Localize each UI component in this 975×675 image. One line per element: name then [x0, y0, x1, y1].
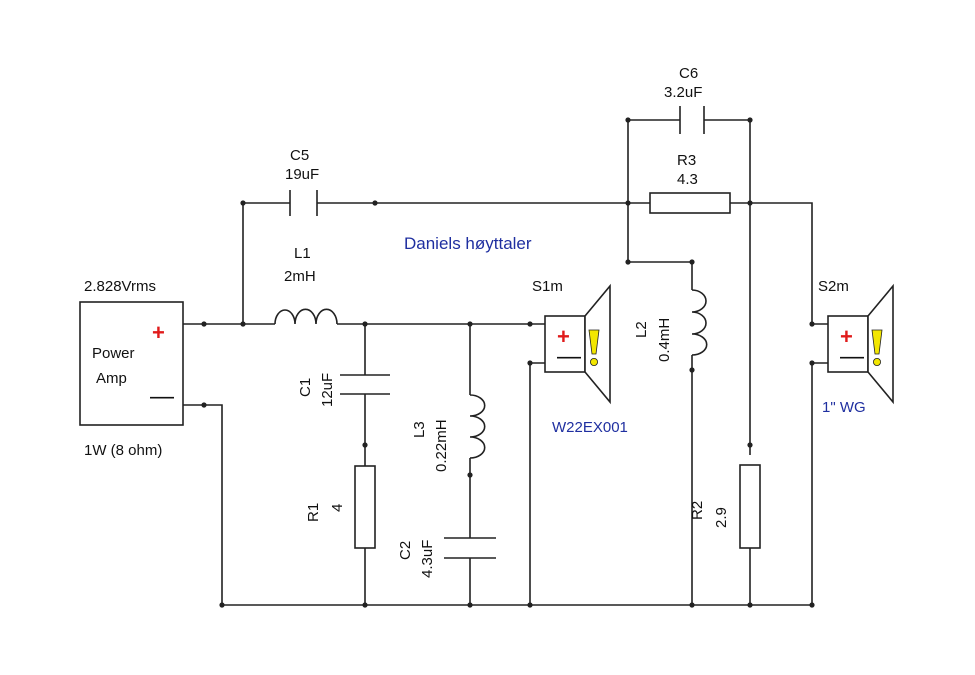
source-power: 1W (8 ohm): [84, 442, 162, 459]
junction-dot: [625, 117, 631, 123]
r1-name: R1: [305, 503, 322, 522]
junction-dot: [527, 602, 533, 608]
wires: [183, 119, 828, 606]
capacitor-c2[interactable]: [444, 537, 496, 559]
warning-dot-icon: [873, 357, 882, 366]
s1-model: W22EX001: [552, 419, 628, 436]
junction-dots: [201, 117, 815, 608]
c5-name: C5: [290, 147, 309, 164]
warning-icon: [871, 329, 883, 355]
capacitor-c6[interactable]: [679, 106, 705, 134]
junction-dot: [372, 200, 378, 206]
inductor-coil: [274, 308, 338, 325]
c2-value: 4.3uF: [419, 540, 436, 578]
l1-name: L1: [294, 245, 311, 262]
r2-name: R2: [689, 501, 706, 520]
diagram-title: Daniels høyttaler: [404, 234, 532, 253]
inductor-l3[interactable]: [469, 394, 486, 459]
s1-name: S1m: [532, 278, 563, 295]
resistor-body: [354, 465, 376, 549]
warning-dot-icon: [590, 357, 599, 366]
c5-value: 19uF: [285, 166, 319, 183]
junction-dot: [219, 602, 225, 608]
r3-value: 4.3: [677, 171, 698, 188]
c2-name: C2: [397, 541, 414, 560]
l2-value: 0.4mH: [656, 318, 673, 362]
junction-dot: [467, 472, 473, 478]
junction-dot: [240, 321, 246, 327]
s2-model: 1" WG: [822, 399, 866, 416]
speaker-s1[interactable]: + —: [544, 283, 611, 405]
s1-plus: +: [557, 324, 570, 349]
s2-name: S2m: [818, 278, 849, 295]
power-amp-name-2: Amp: [96, 370, 127, 387]
s2-minus: —: [840, 343, 864, 370]
junction-dot: [362, 321, 368, 327]
c1-name: C1: [297, 378, 314, 397]
junction-dot: [747, 200, 753, 206]
speaker-magnet: [827, 315, 869, 373]
junction-dot: [201, 402, 207, 408]
power-amp-plus: +: [152, 320, 165, 345]
resistor-r3[interactable]: [649, 192, 731, 214]
speaker-s2[interactable]: + —: [827, 283, 894, 405]
junction-dot: [201, 321, 207, 327]
wire-c5-branch: [242, 202, 828, 325]
power-amp[interactable]: Power Amp + —: [79, 301, 184, 426]
r1-value: 4: [329, 504, 346, 512]
junction-dot: [362, 442, 368, 448]
source-voltage: 2.828Vrms: [84, 278, 156, 295]
wire-ground-bus: [183, 404, 812, 606]
inductor-coil: [469, 394, 486, 459]
junction-dot: [809, 360, 815, 366]
junction-dot: [625, 200, 631, 206]
junction-dot: [809, 321, 815, 327]
junction-dot: [747, 117, 753, 123]
junction-dot: [809, 602, 815, 608]
junction-dot: [362, 602, 368, 608]
junction-dot: [467, 602, 473, 608]
junction-dot: [689, 602, 695, 608]
inductor-l1[interactable]: [274, 308, 338, 325]
junction-dot: [625, 259, 631, 265]
s2-plus: +: [840, 324, 853, 349]
speaker-magnet: [544, 315, 586, 373]
l3-name: L3: [411, 421, 428, 438]
junction-dot: [747, 442, 753, 448]
junction-dot: [527, 321, 533, 327]
c6-name: C6: [679, 65, 698, 82]
resistor-body: [649, 192, 731, 214]
r2-value: 2.9: [713, 507, 730, 528]
resistor-r1[interactable]: [354, 465, 376, 549]
capacitor-c5[interactable]: [289, 190, 318, 216]
power-amp-minus: —: [150, 383, 174, 410]
s1-minus: —: [557, 343, 581, 370]
inductor-l2[interactable]: [691, 289, 708, 356]
l1-value: 2mH: [284, 268, 316, 285]
r3-name: R3: [677, 152, 696, 169]
resistor-body: [739, 464, 761, 549]
junction-dot: [689, 367, 695, 373]
wire-s1-negative: [529, 362, 545, 605]
l2-name: L2: [633, 321, 650, 338]
junction-dot: [467, 321, 473, 327]
junction-dot: [527, 360, 533, 366]
l3-value: 0.22mH: [433, 419, 450, 472]
junction-dot: [240, 200, 246, 206]
capacitor-c1[interactable]: [340, 374, 390, 395]
resistor-r2[interactable]: [739, 464, 761, 549]
power-amp-box: [79, 301, 184, 426]
wire-l2-branch: [627, 203, 693, 605]
c1-value: 12uF: [319, 373, 336, 407]
junction-dot: [747, 602, 753, 608]
junction-dot: [689, 259, 695, 265]
inductor-coil: [691, 289, 708, 356]
power-amp-name-1: Power: [92, 345, 135, 362]
c6-value: 3.2uF: [664, 84, 702, 101]
warning-icon: [588, 329, 600, 355]
